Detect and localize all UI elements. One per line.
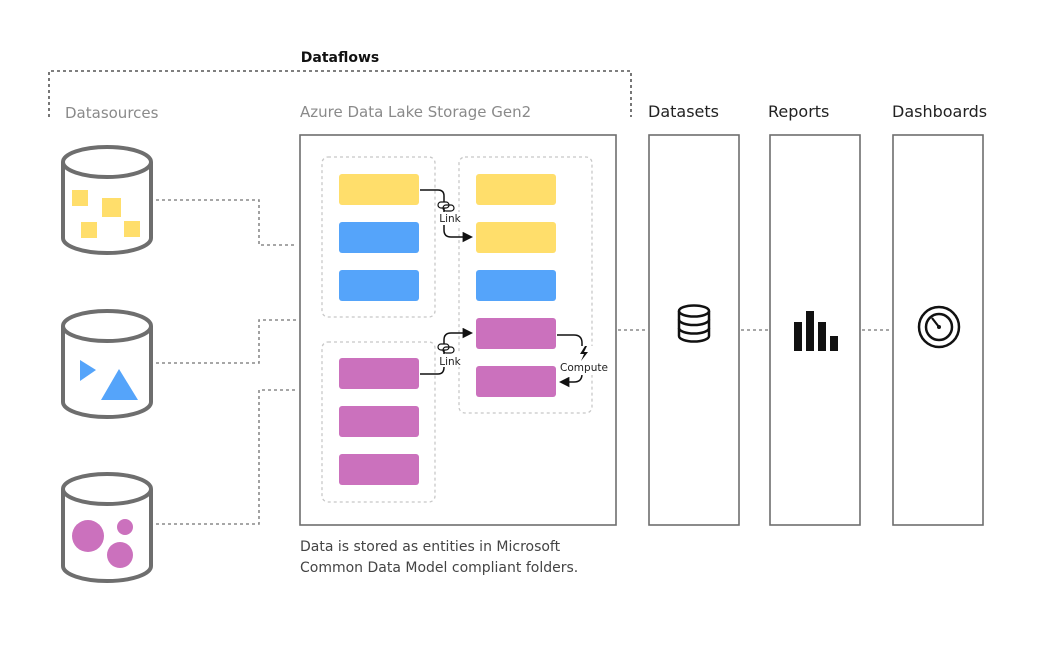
connector-source-1 bbox=[156, 199, 296, 246]
dashboards-label: Dashboards bbox=[892, 102, 987, 121]
entity-blue-1 bbox=[339, 222, 419, 253]
dataflows-title: Dataflows bbox=[301, 50, 379, 66]
entity-magenta-4 bbox=[476, 318, 556, 349]
bar-chart-icon bbox=[794, 311, 838, 351]
database-icon bbox=[677, 304, 711, 343]
entity-group-right bbox=[458, 156, 593, 414]
link-label-bottom: Link bbox=[439, 356, 461, 368]
dashboards-box bbox=[892, 134, 984, 526]
entity-group-top-left bbox=[321, 156, 436, 318]
entity-magenta-3 bbox=[339, 454, 419, 485]
dataflows-bracket bbox=[48, 70, 632, 117]
datasources-label: Datasources bbox=[65, 104, 159, 122]
datasets-label: Datasets bbox=[648, 102, 719, 121]
reports-box bbox=[769, 134, 861, 526]
lightning-icon bbox=[580, 346, 588, 361]
reports-label: Reports bbox=[768, 102, 829, 121]
storage-caption-line-2: Common Data Model compliant folders. bbox=[300, 560, 578, 576]
entity-yellow-2 bbox=[476, 174, 556, 205]
entity-yellow-3 bbox=[476, 222, 556, 253]
storage-label: Azure Data Lake Storage Gen2 bbox=[300, 103, 531, 121]
link-arrow-bottom bbox=[420, 327, 474, 375]
database-circles-icon bbox=[61, 472, 153, 583]
entity-group-bottom-left bbox=[321, 341, 436, 503]
compute-label: Compute bbox=[560, 362, 608, 374]
entity-magenta-5 bbox=[476, 366, 556, 397]
connector-source-3 bbox=[156, 389, 296, 525]
database-triangles-icon bbox=[61, 309, 153, 419]
link-label-top: Link bbox=[439, 213, 461, 225]
entity-blue-3 bbox=[476, 270, 556, 301]
storage-caption-line-1: Data is stored as entities in Microsoft bbox=[300, 539, 561, 555]
link-icon bbox=[437, 201, 455, 212]
entity-magenta-2 bbox=[339, 406, 419, 437]
entity-blue-2 bbox=[339, 270, 419, 301]
entity-magenta-1 bbox=[339, 358, 419, 389]
connector-source-2 bbox=[156, 319, 296, 364]
entity-yellow-1 bbox=[339, 174, 419, 205]
database-squares-icon bbox=[61, 145, 153, 255]
link-icon bbox=[437, 343, 455, 354]
datasets-box bbox=[648, 134, 740, 526]
gauge-icon bbox=[917, 305, 961, 349]
